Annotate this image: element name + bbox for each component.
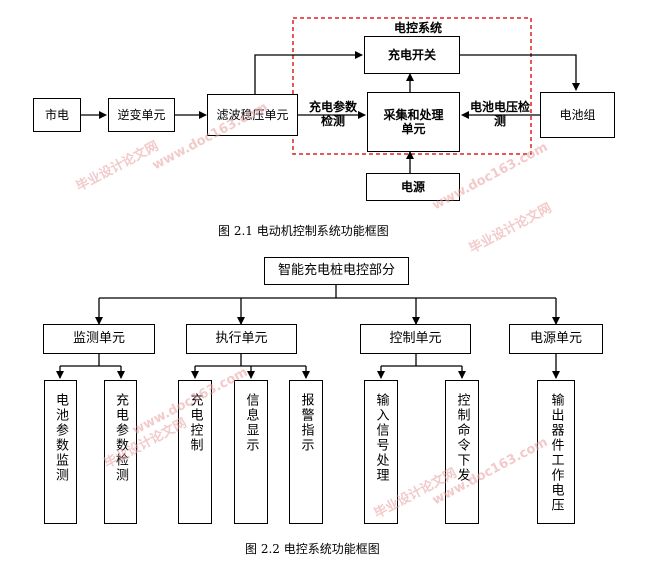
group-title: 电控系统 — [393, 21, 442, 35]
leaf-alarm-indicator: 报警指示 — [289, 380, 323, 524]
edge-filter-switch — [254, 51, 363, 94]
leaf-output-device-voltage: 输出器件工作电压 — [537, 380, 575, 524]
unit-power: 电源单元 — [509, 324, 603, 354]
edge-label-battery-voltage: 电池电压检测 — [470, 100, 531, 128]
unit-monitor: 监测单元 — [43, 324, 155, 354]
node-battery: 电池组 — [540, 92, 615, 138]
node-switch: 充电开关 — [364, 36, 460, 74]
leaf-input-signal-processing: 输入信号处理 — [364, 380, 398, 524]
edge-label-charge-param: 充电参数检测 — [308, 100, 357, 128]
tree-root: 智能充电桩电控部分 — [264, 257, 409, 285]
caption-figure-2-1: 图 2.1 电动机控制系统功能框图 — [218, 224, 389, 238]
leaf-control-command-dispatch: 控制命令下发 — [445, 380, 479, 524]
node-mains: 市电 — [33, 98, 81, 132]
leaf-battery-param-monitor: 电池参数监测 — [44, 380, 77, 524]
node-acquire: 采集和处理单元 — [367, 92, 460, 152]
node-power: 电源 — [366, 173, 460, 201]
unit-execute: 执行单元 — [186, 324, 297, 354]
node-inverter: 逆变单元 — [108, 98, 175, 132]
leaf-charge-control: 充电控制 — [178, 380, 212, 524]
edge-switch-battery — [460, 54, 580, 91]
node-filter: 滤波稳压单元 — [207, 94, 298, 136]
leaf-info-display: 信息显示 — [234, 380, 268, 524]
unit-control: 控制单元 — [360, 324, 471, 354]
caption-figure-2-2: 图 2.2 电控系统功能框图 — [245, 542, 380, 556]
leaf-charge-param-detect: 充电参数检测 — [104, 380, 137, 524]
